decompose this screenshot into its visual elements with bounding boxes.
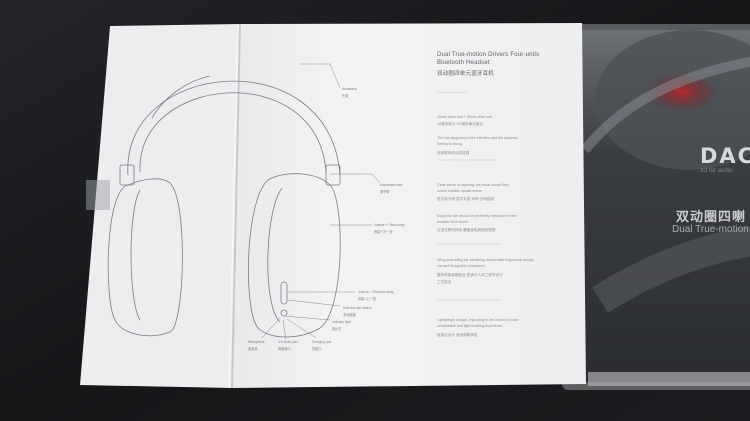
paragraph-4-line-3: 沉浸式聆听体验 震撼身临其境的感受 <box>437 228 496 232</box>
brochure-title-line-2: Bluetooth Headset <box>437 60 490 66</box>
callout-charging-cn: 充电口 <box>312 347 322 351</box>
paragraph-5-line-3: 翼状呼吸耳垫贴合 舒适与人体工程学设计 <box>437 273 503 277</box>
paragraph-1-line-1: 40mm drive unit + 30mm drive unit <box>437 115 493 119</box>
paragraph-5-line-4: 工艺贴合 <box>437 280 452 284</box>
callout-multi-cn: 多功能键 <box>343 313 356 317</box>
paragraph-2-line-2: feeling is strong <box>437 142 463 146</box>
callout-adjust-cn: 调节臂 <box>380 190 390 194</box>
callout-vol-down-cn: 音量-/上一首 <box>358 297 376 301</box>
callout-aux: 3.5 audio port <box>278 340 298 344</box>
paragraph-3-line-3: 层次感分明 层次丰富 声场 空间感强 <box>437 197 494 201</box>
box-product-en: Dual True-motion <box>672 224 749 235</box>
callout-indicator: Indicator light <box>332 320 351 324</box>
paragraph-6-line-1: Lightweight design, improving in the coh… <box>437 318 519 322</box>
callout-adjust: Adjustment arm <box>380 183 403 187</box>
box-product-cn: 双动圈四喇 <box>676 209 747 224</box>
paragraph-2-line-1: The low-frequency more effective and the… <box>437 136 518 140</box>
callout-lines <box>261 63 381 341</box>
text-separators <box>437 159 500 301</box>
callout-headband: Headband <box>342 87 357 91</box>
callout-microphone-cn: 麦克风 <box>248 347 258 351</box>
box-model-text: X3 for audio <box>700 168 733 174</box>
paragraph-4-line-1: Enjoy the live shock of extremely immers… <box>437 214 517 218</box>
paragraph-5-line-1: Wing protruding ear-breathing comfortabl… <box>437 258 534 262</box>
callout-charging: Charging port <box>312 340 332 344</box>
paragraph-1-line-2: 40毫米单元+30毫米单元组合 <box>437 122 484 126</box>
callout-headband-cn: 头梁 <box>342 94 349 98</box>
paragraph-4-line-2: broader field sound <box>437 220 468 224</box>
callout-vol-down: Volume - / Previous song <box>358 290 394 294</box>
box-brand-logo: DAC <box>700 144 750 168</box>
paragraph-3-line-2: sound realistic spatial sense <box>437 189 482 193</box>
callout-vol-up: Volume + / Next song <box>374 223 405 227</box>
brochure-title-line-1: Dual True-motion Drivers Four-units <box>437 52 540 58</box>
callout-aux-cn: 音频接口 <box>278 347 291 351</box>
paragraph-3-line-1: Clear sense of layering, the vocal sound… <box>437 183 509 187</box>
paragraph-6-line-2: comfortable and light wearing experience <box>437 324 503 328</box>
callout-indicator-cn: 指示灯 <box>332 327 342 331</box>
paragraph-5-line-2: ear and thoughtful considered <box>437 264 485 268</box>
callout-vol-up-cn: 音量+/下一首 <box>374 230 393 234</box>
callout-microphone: Microphone <box>248 340 265 344</box>
paragraph-2-line-3: 低频更有效动态感强 <box>437 151 470 155</box>
callout-multi: Multi-function button <box>343 306 372 310</box>
brochure-title-cn: 双动圈四单元蓝牙耳机 <box>437 71 495 77</box>
brochure-card <box>80 23 586 389</box>
product-box <box>562 24 750 390</box>
headphone-diagram <box>107 75 341 338</box>
brochure-dots: .............. <box>437 89 468 95</box>
paragraph-6-line-3: 轻量化设计 舒适佩戴体验 <box>437 333 478 337</box>
